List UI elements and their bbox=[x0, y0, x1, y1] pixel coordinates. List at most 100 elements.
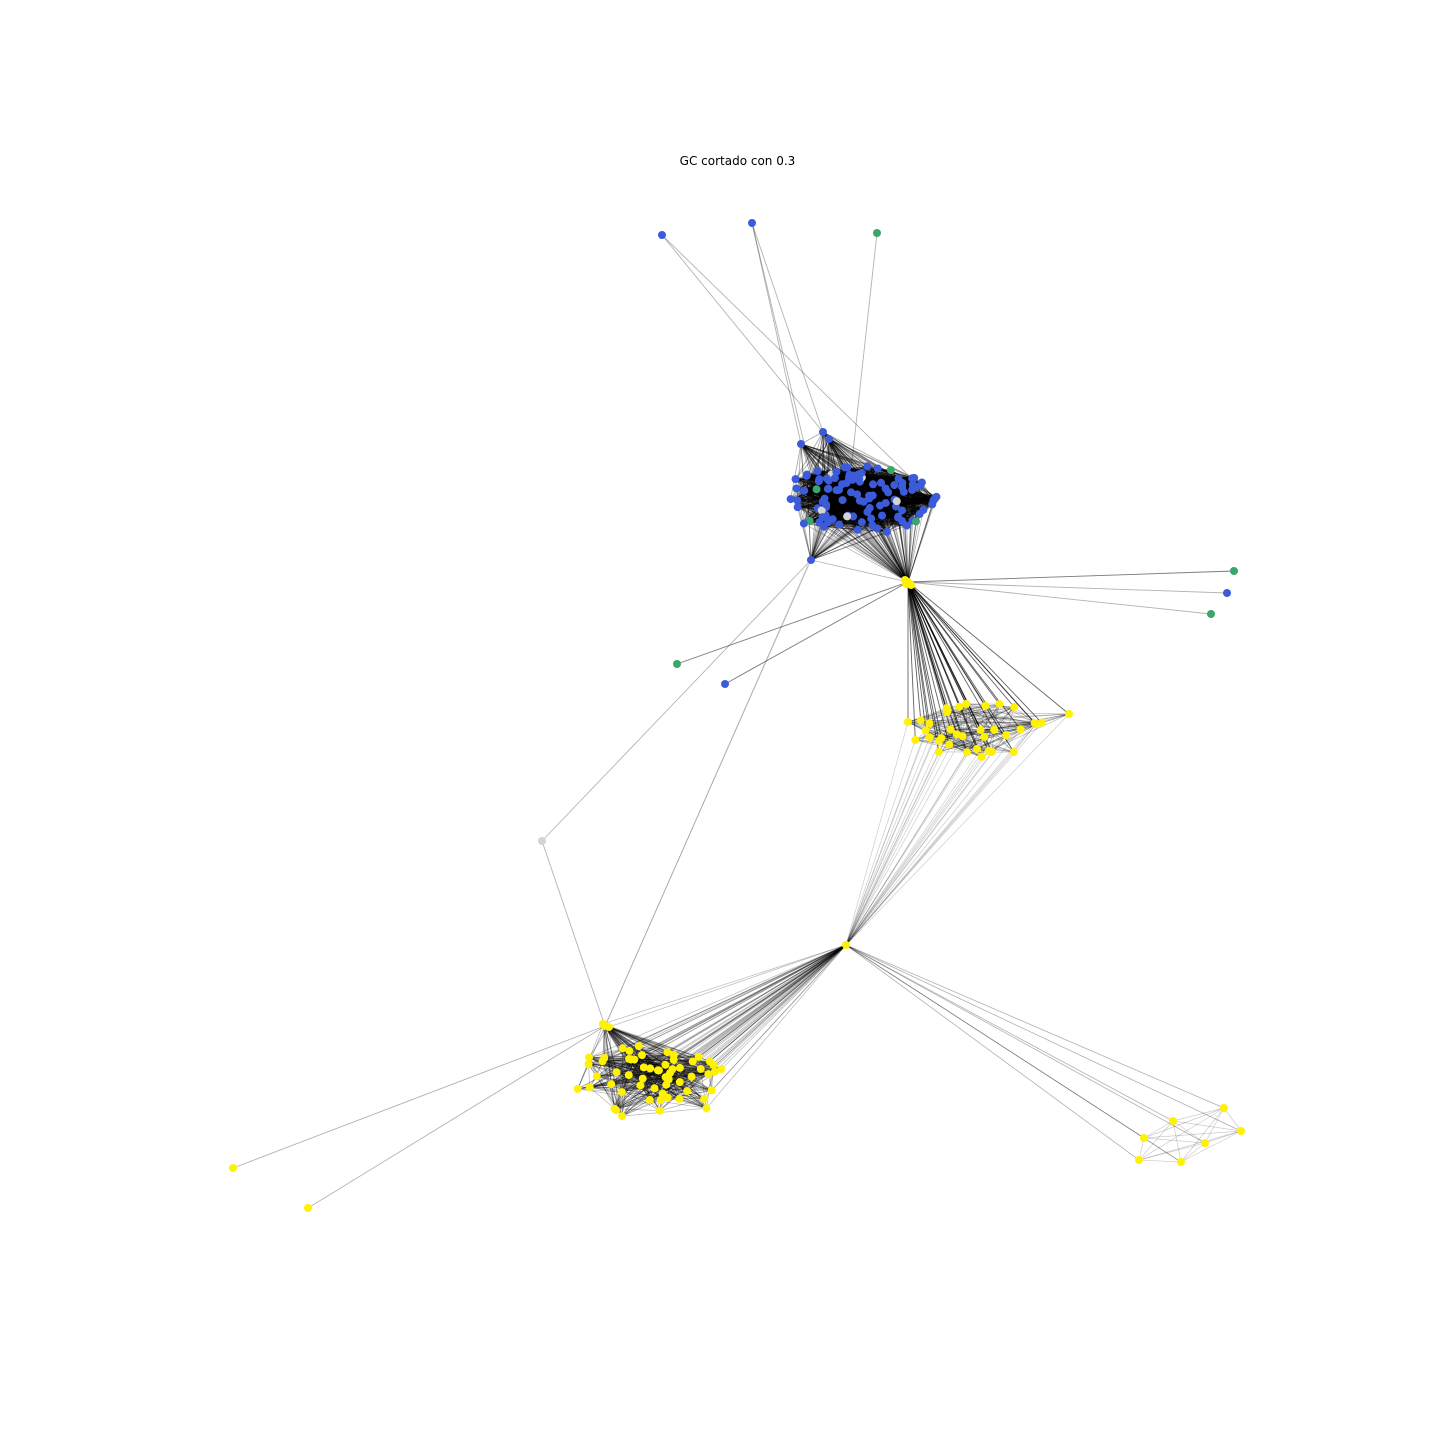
cluster-edge bbox=[941, 706, 960, 739]
cluster-edge bbox=[638, 1045, 666, 1066]
cluster-edge bbox=[806, 474, 849, 516]
yellow-low-node bbox=[669, 1055, 678, 1064]
cluster-edge bbox=[838, 475, 855, 525]
cluster-edge bbox=[795, 478, 868, 513]
hub-edge bbox=[907, 581, 1037, 725]
hub-edge bbox=[868, 498, 909, 583]
cluster-edge bbox=[956, 728, 1021, 735]
cluster-edge bbox=[836, 471, 886, 504]
hub-edge bbox=[845, 944, 1242, 1132]
cluster-edge bbox=[929, 728, 1021, 738]
yellow-mid-node bbox=[945, 740, 954, 749]
cluster-edge bbox=[602, 1061, 661, 1101]
cluster-edge bbox=[803, 490, 820, 523]
cluster-edge bbox=[851, 491, 937, 498]
cluster-edge bbox=[638, 1045, 668, 1053]
yellow-low-node bbox=[573, 1084, 582, 1093]
hub-edge bbox=[845, 751, 940, 946]
cluster-edge bbox=[608, 1026, 667, 1085]
cluster-edge bbox=[640, 1081, 680, 1086]
yellow-low-node bbox=[694, 1052, 703, 1061]
cluster-edge bbox=[907, 711, 948, 723]
hub-edge bbox=[667, 944, 847, 1053]
cluster-edge bbox=[903, 491, 934, 502]
yellow-mid-node bbox=[1037, 718, 1046, 727]
hub-edge bbox=[907, 581, 942, 739]
blue-cluster-node bbox=[857, 518, 866, 527]
hub-node bbox=[902, 580, 910, 588]
cluster-edge bbox=[608, 1026, 688, 1092]
cluster-edge bbox=[842, 499, 907, 526]
cluster-edge bbox=[858, 473, 899, 517]
hub-edge bbox=[819, 478, 909, 583]
hub-edge bbox=[700, 944, 847, 1070]
cluster-edge bbox=[938, 729, 981, 753]
blue-cluster-node bbox=[799, 519, 808, 528]
hub-edge bbox=[907, 581, 1035, 724]
outlier-edge bbox=[541, 559, 812, 842]
cluster-edge bbox=[797, 489, 840, 508]
cluster-edge bbox=[825, 502, 886, 516]
hub-edge bbox=[845, 944, 1182, 1163]
cluster-edge bbox=[800, 443, 853, 481]
cluster-edge bbox=[861, 472, 895, 486]
cluster-edge bbox=[832, 516, 899, 520]
hub-edge bbox=[588, 944, 847, 1065]
hub-edge bbox=[797, 506, 909, 583]
cluster-edge bbox=[1172, 1120, 1242, 1132]
cluster-edge bbox=[842, 499, 863, 523]
blue-cluster-node bbox=[878, 511, 887, 520]
cluster-edge bbox=[861, 472, 915, 479]
yellow-low-node bbox=[612, 1068, 621, 1077]
hub-edge bbox=[907, 486, 917, 583]
cluster-edge bbox=[800, 443, 823, 511]
blue-cluster-node bbox=[928, 500, 937, 509]
hub-edge bbox=[845, 723, 930, 946]
hub-edge bbox=[907, 500, 934, 583]
hub-edge bbox=[602, 944, 847, 1062]
hub-edge bbox=[643, 944, 847, 1068]
cluster-edge bbox=[803, 477, 863, 524]
blue-cluster-node bbox=[932, 492, 941, 501]
yellow-low-node bbox=[687, 1072, 696, 1081]
cluster-edge bbox=[825, 482, 882, 516]
cluster-edge bbox=[861, 472, 916, 487]
cluster-edge bbox=[800, 431, 824, 445]
cluster-edge bbox=[897, 500, 934, 518]
cluster-edge bbox=[877, 468, 937, 498]
cluster-edge bbox=[614, 1093, 663, 1110]
cluster-edge bbox=[621, 1048, 624, 1117]
cluster-edge bbox=[638, 1045, 659, 1071]
cluster-edge bbox=[893, 484, 913, 521]
hub-edge bbox=[629, 944, 847, 1052]
cluster-edge bbox=[825, 514, 899, 518]
cluster-edge bbox=[821, 510, 907, 526]
cluster-edge bbox=[810, 525, 907, 561]
hub-edge bbox=[720, 944, 847, 1070]
cluster-edge bbox=[946, 707, 1035, 724]
hub-edge bbox=[845, 944, 1206, 1144]
cluster-edge bbox=[797, 488, 886, 501]
long-edge bbox=[606, 564, 809, 1023]
blue-cluster-node bbox=[884, 488, 893, 497]
cluster-edge bbox=[824, 510, 903, 515]
cluster-edge bbox=[686, 1068, 702, 1092]
yellow-small-node bbox=[1220, 1104, 1228, 1112]
hub-edge bbox=[628, 944, 847, 1060]
cluster-edge bbox=[589, 1054, 642, 1058]
hub-edge bbox=[604, 1025, 615, 1109]
cluster-edge bbox=[610, 1059, 635, 1085]
hub-edge bbox=[608, 944, 847, 1028]
cluster-edge bbox=[823, 526, 858, 531]
outlier-node bbox=[304, 1204, 312, 1212]
cluster-edge bbox=[929, 722, 1036, 725]
hub-edge bbox=[709, 944, 847, 1062]
cluster-edge bbox=[803, 490, 903, 511]
cluster-edge bbox=[846, 482, 903, 522]
cluster-edge bbox=[825, 506, 858, 531]
blue-cluster-node bbox=[813, 467, 822, 476]
hub-edge bbox=[845, 710, 948, 946]
cluster-edge bbox=[824, 495, 873, 500]
cluster-edge bbox=[628, 1074, 692, 1077]
hub-edge bbox=[907, 581, 940, 753]
